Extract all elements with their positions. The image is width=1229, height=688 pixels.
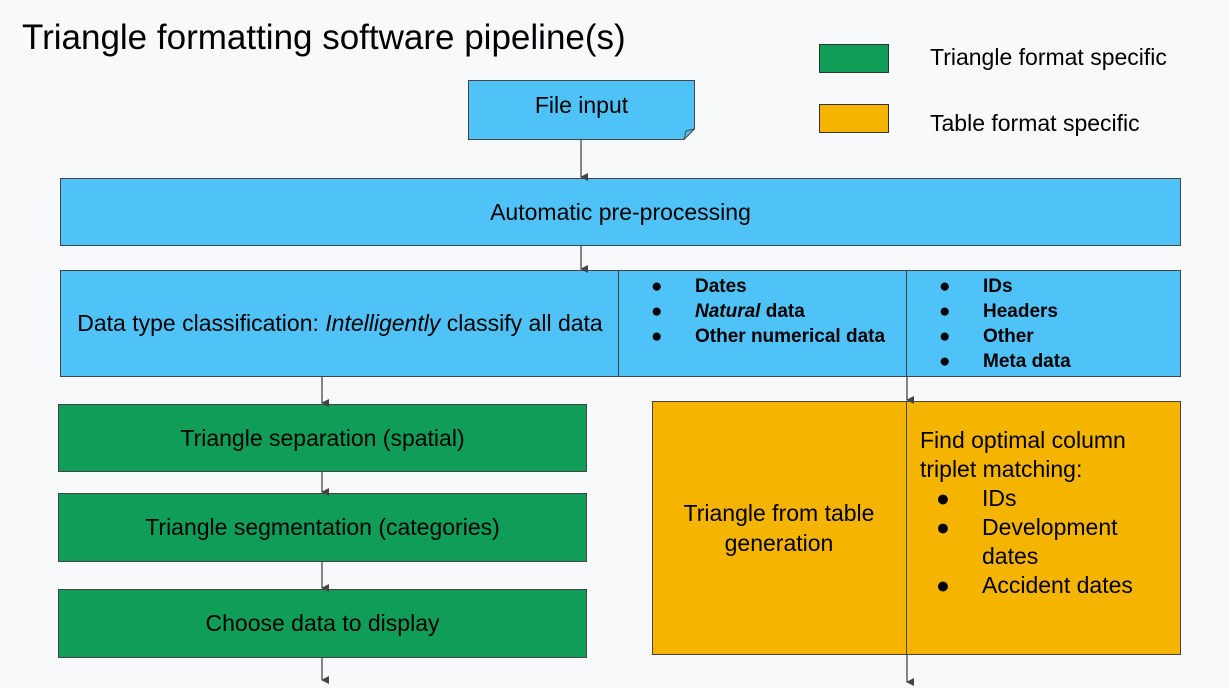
preprocessing-label: Automatic pre-processing — [490, 198, 751, 225]
matching-item-development: Development dates — [906, 513, 1178, 571]
choose-data-label: Choose data to display — [205, 610, 440, 637]
choose-data-node: Choose data to display — [58, 589, 587, 658]
triangle-from-table-label: Triangle from table generation — [683, 500, 875, 556]
data-type-other: Other — [907, 324, 1180, 349]
data-type-headers: Headers — [907, 299, 1180, 324]
classification-prefix: Data type classification: — [77, 310, 326, 336]
classification-suffix: classify all data — [440, 310, 603, 336]
document-shape — [468, 80, 695, 140]
data-types-list-1: Dates Natural data Other numerical data — [619, 274, 906, 349]
natural-rest: data — [760, 301, 805, 322]
triangle-separation-label: Triangle separation (spatial) — [180, 424, 465, 451]
natural-emphasis: Natural — [695, 301, 761, 322]
data-type-other-numerical: Other numerical data — [619, 324, 906, 349]
preprocessing-node: Automatic pre-processing — [60, 178, 1181, 246]
data-type-natural: Natural data — [619, 299, 906, 324]
triangle-separation-node: Triangle separation (spatial) — [58, 404, 587, 472]
file-input-node: File input — [468, 80, 695, 140]
classification-label: Data type classification: Intelligently … — [70, 270, 610, 377]
page-title: Triangle formatting software pipeline(s) — [22, 18, 626, 57]
legend-swatch-table — [819, 104, 889, 133]
triangle-segmentation-node: Triangle segmentation (categories) — [58, 493, 587, 562]
file-input-label: File input — [534, 92, 629, 118]
data-type-dates: Dates — [619, 274, 906, 299]
column-matching-block: Find optimal column triplet matching: ID… — [920, 426, 1178, 600]
legend-label-triangle: Triangle format specific — [930, 44, 1167, 70]
triangle-segmentation-label: Triangle segmentation (categories) — [145, 514, 500, 541]
legend-label-table: Table format specific — [930, 110, 1140, 136]
data-types-list-2: IDs Headers Other Meta data — [907, 274, 1180, 374]
legend-swatch-triangle — [819, 44, 889, 73]
matching-item-accident: Accident dates — [906, 571, 1178, 600]
data-type-ids: IDs — [907, 274, 1180, 299]
data-type-meta: Meta data — [907, 349, 1180, 374]
matching-item-ids: IDs — [906, 484, 1178, 513]
column-matching-heading: Find optimal column triplet matching: — [920, 427, 1126, 482]
classification-emphasis: Intelligently — [325, 310, 441, 336]
